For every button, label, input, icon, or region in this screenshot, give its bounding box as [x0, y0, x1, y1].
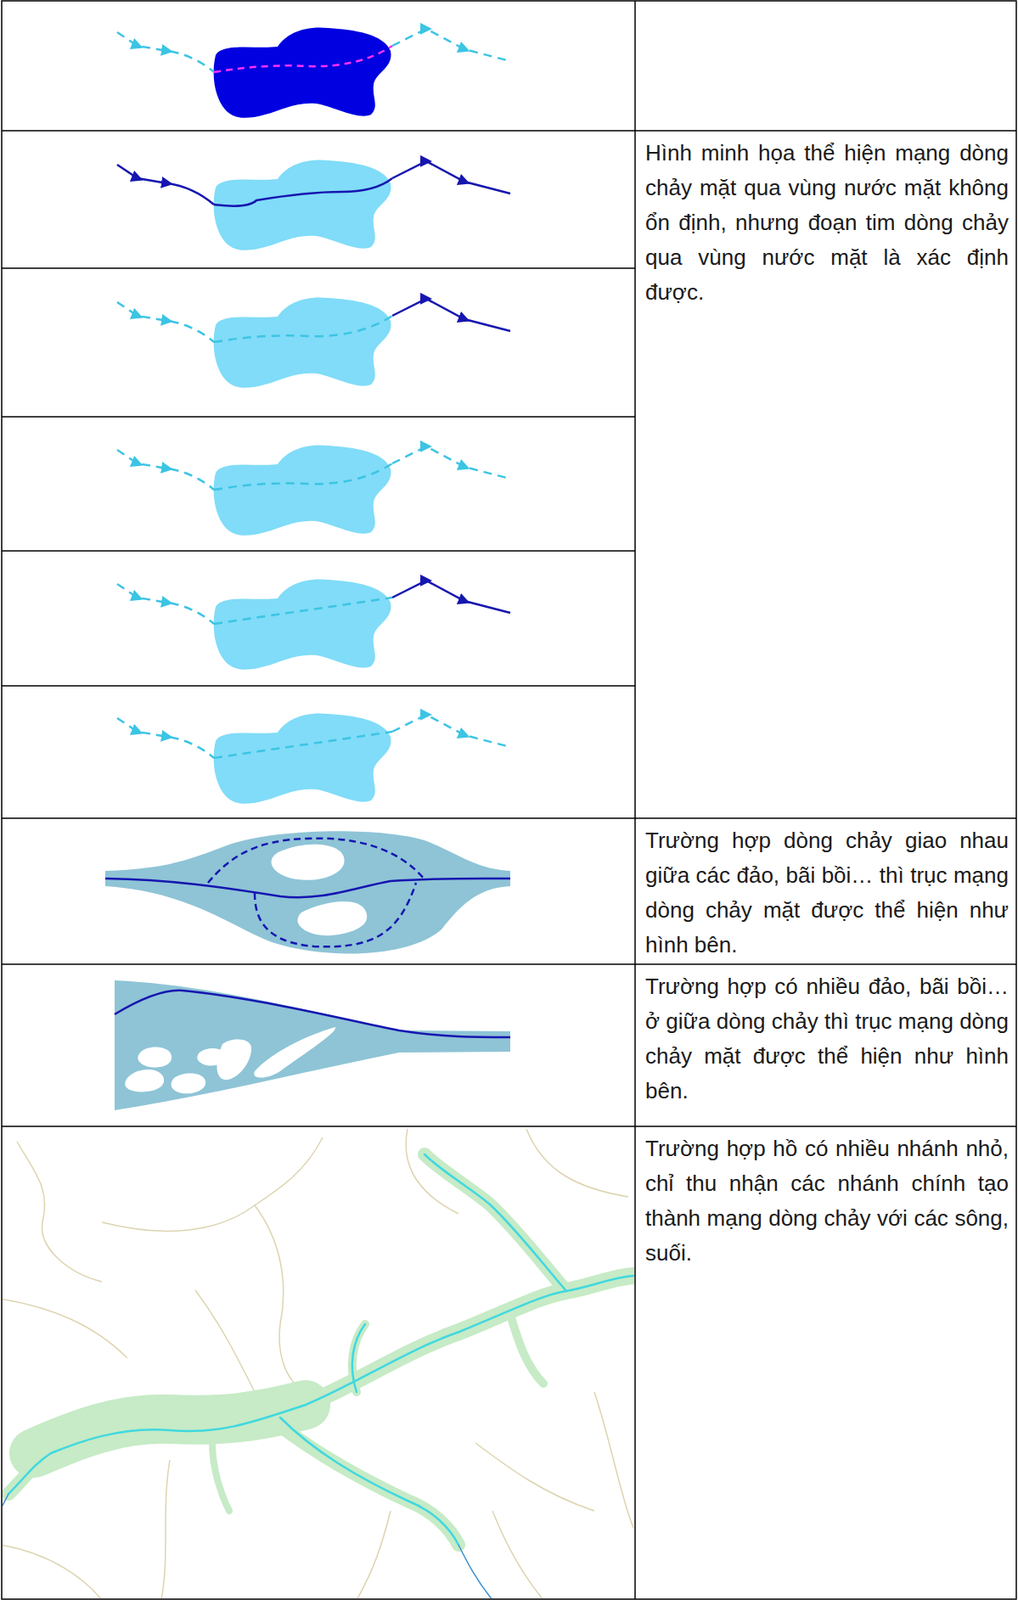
table-cell-text: Trường hợp có nhiều đảo, bãi bồi… ở giữa… — [645, 969, 1009, 1109]
reservoir-map — [2, 1129, 634, 1599]
lake-figure — [117, 159, 511, 250]
table-cell-text: Hình minh họa thể hiện mạng dòng chảy mặ… — [645, 135, 1009, 310]
lake-figure — [117, 27, 511, 118]
lake-figure — [117, 444, 511, 535]
table-cell-text: Trường hợp dòng chảy giao nhau giữa các … — [645, 823, 1009, 963]
lake-figure — [117, 297, 511, 388]
lake-figure — [117, 713, 511, 804]
river-islands-figure — [114, 980, 511, 1111]
table-cell-text: Trường hợp hồ có nhiều nhánh nhỏ, chỉ th… — [645, 1131, 1009, 1272]
river-islands-figure — [105, 831, 511, 954]
lake-figure — [117, 579, 511, 670]
